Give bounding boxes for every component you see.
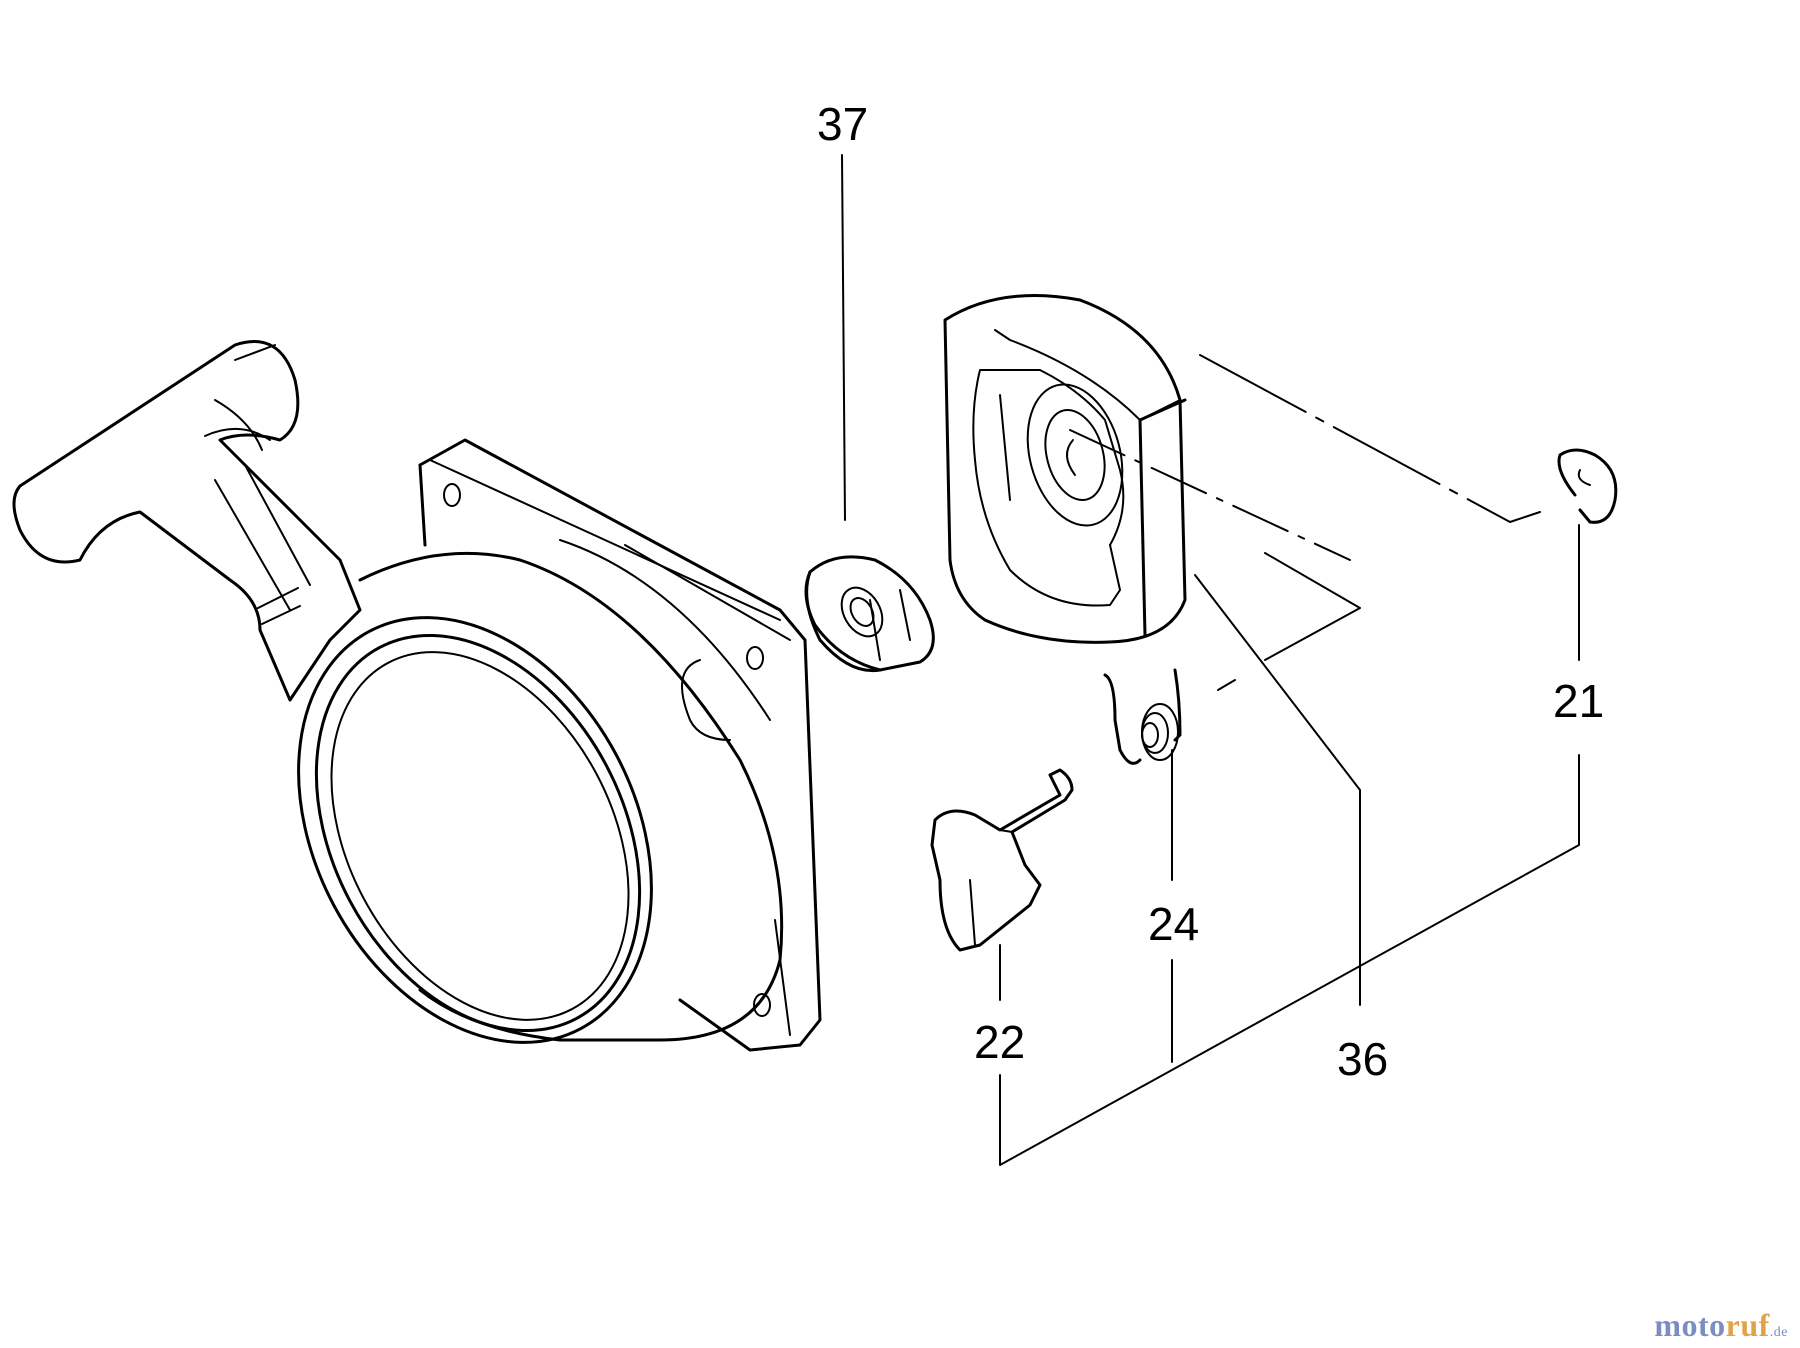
mount-hole: [746, 646, 764, 670]
housing-face-inner: [330, 651, 630, 1021]
group-bracket: [999, 754, 1580, 1166]
leader-lines: [841, 154, 1580, 1166]
starter-housing: [12, 340, 822, 1052]
housing-flange: [418, 438, 822, 1052]
watermark-suffix: .de: [1769, 1325, 1788, 1340]
callout-37: 37: [817, 98, 868, 150]
callout-36: 36: [1337, 1033, 1388, 1085]
nut-bore: [840, 586, 884, 638]
leader-dash: [1217, 679, 1236, 691]
part-24-spring: [1103, 668, 1182, 765]
pulley-bracket: [1264, 552, 1361, 661]
callout-21: 21: [1553, 675, 1604, 727]
part-21-clip: [1557, 448, 1618, 524]
housing-face-ring: [314, 633, 642, 1033]
pulley-hub: [1026, 383, 1124, 527]
mount-hole: [443, 483, 461, 507]
leader-36: [1194, 574, 1361, 1006]
leader-37: [841, 154, 846, 521]
mount-hole: [753, 993, 771, 1017]
housing-body: [358, 551, 784, 1042]
watermark-logo: motoruf.de: [1654, 1307, 1788, 1344]
callout-22: 22: [974, 1016, 1025, 1068]
callout-24: 24: [1148, 898, 1199, 950]
center-axis: [1069, 429, 1351, 561]
housing-face-outer: [297, 616, 653, 1044]
clip-axis: [1199, 354, 1541, 523]
part-37-nut: [804, 555, 935, 673]
part-36-pulley: [943, 294, 1187, 644]
starter-handle: [12, 340, 362, 702]
part-22-pawl: [930, 768, 1074, 952]
watermark-part-b: ruf: [1725, 1307, 1770, 1343]
watermark-part-a: moto: [1654, 1307, 1726, 1343]
